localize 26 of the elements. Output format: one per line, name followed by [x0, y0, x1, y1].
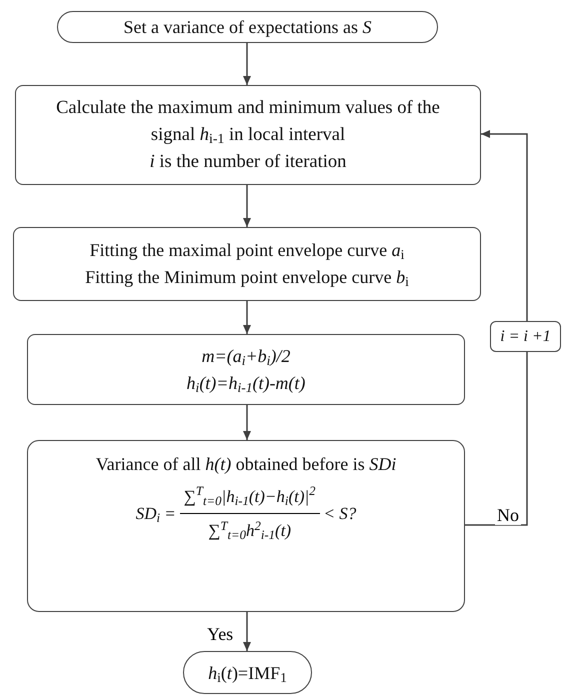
arrow — [243, 43, 251, 85]
process-box — [13, 227, 481, 301]
formula: SD$_{i}$ = — [136, 502, 176, 526]
node-text: Set a variance of expectations as S — [124, 16, 372, 38]
formula: ∑$^{T}$$_{t=0}$|h$_{i-1}$(t)−h$_{i}$(t)|$^{2}$ — [180, 484, 320, 514]
node-text: Variance of all h(t) obtained before is SDi — [96, 453, 396, 476]
decision-box — [27, 440, 465, 612]
end-terminal — [183, 651, 312, 694]
arrow — [481, 130, 528, 321]
formula: ∑$^{T}$$_{t=0}$h$^{2}$$_{i-1}$(t) — [208, 518, 292, 544]
formula: h$_{i}$(t)=h$_{i-1}$(t)-m(t) — [186, 372, 306, 396]
process-box — [490, 321, 561, 352]
node-text: i = i +1 — [500, 328, 551, 344]
process-box — [27, 334, 465, 405]
formula: m=(a$_{i}$+b$_{i}$)/2 — [202, 344, 290, 370]
node-text: i is the number of iteration — [150, 150, 346, 174]
arrow — [243, 612, 251, 651]
arrow — [243, 301, 251, 334]
start-terminal — [57, 11, 438, 43]
node-text: Fitting the Minimum point envelope curve b$_{i}$ — [85, 266, 409, 291]
formula: < S? — [324, 502, 356, 525]
arrow — [243, 185, 251, 227]
node-text: Fitting the maximal point envelope curve a$_{i}$ — [90, 239, 404, 264]
arrow — [243, 405, 251, 440]
process-box — [15, 85, 481, 185]
node-text: h$_{i}$(t)=IMF$_{1}$ — [208, 664, 287, 682]
